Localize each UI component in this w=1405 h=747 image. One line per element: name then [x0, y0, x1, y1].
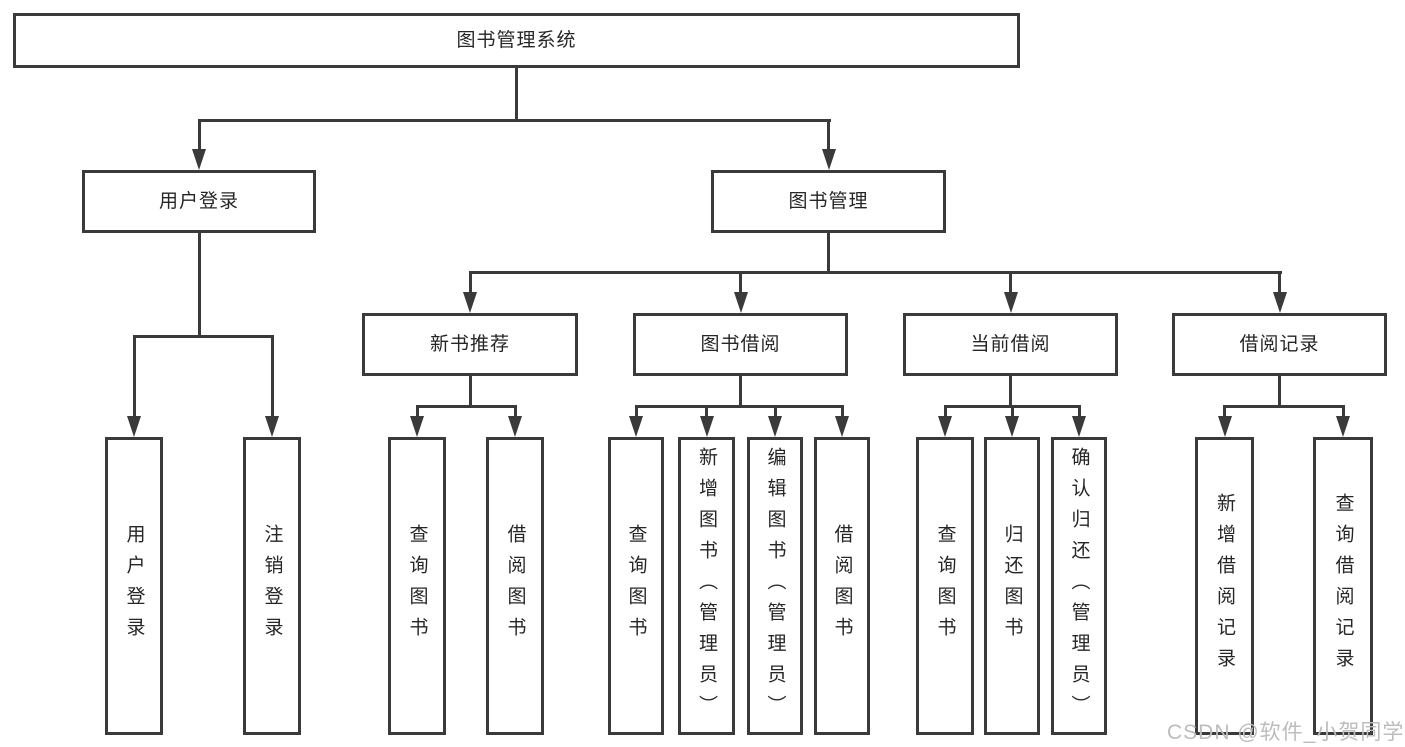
edge-current-borrow-leaf-return-book-drop: [1011, 405, 1014, 417]
edge-book-mgmt-borrow-record-drop: [1278, 271, 1281, 293]
node-book-mgmt-label: 图书管理: [788, 191, 869, 212]
node-current-borrow-label: 当前借阅: [970, 334, 1051, 355]
node-root-label: 图书管理系统: [456, 30, 577, 51]
node-leaf-query-record-label: 查询借阅记录: [1332, 493, 1354, 679]
node-new-book-rec-label: 新书推荐: [429, 334, 510, 355]
node-current-borrow: 当前借阅: [903, 313, 1118, 376]
node-borrow-record-label: 借阅记录: [1239, 334, 1320, 355]
node-leaf-confirm-return: 确认归还（管理员）: [1051, 437, 1107, 735]
arrowhead-leaf-borrow-book-2: [835, 416, 849, 437]
edge-user-login-leaf-logout-drop: [271, 335, 274, 417]
arrowhead-leaf-edit-book: [768, 416, 782, 437]
node-leaf-borrow-book-2: 借阅图书: [814, 437, 870, 735]
arrowhead-leaf-query-book-3: [938, 416, 952, 437]
edge-new-book-rec-leaf-borrow-book-1-drop: [514, 405, 517, 417]
node-leaf-query-book-2: 查询图书: [608, 437, 664, 735]
node-leaf-borrow-book-1: 借阅图书: [486, 437, 544, 735]
edge-book-borrow-leaf-edit-book-drop: [774, 405, 777, 417]
arrowhead-leaf-borrow-book-1: [508, 416, 522, 437]
node-leaf-add-book-label: 新增图书（管理员）: [696, 446, 717, 726]
node-leaf-return-book-label: 归还图书: [1001, 524, 1023, 648]
node-book-borrow: 图书借阅: [633, 313, 848, 376]
node-user-login-label: 用户登录: [158, 191, 239, 212]
edge-new-book-rec-rail: [416, 405, 517, 408]
edge-user-login-leaf-user-login-drop: [133, 335, 136, 417]
node-new-book-rec: 新书推荐: [362, 313, 578, 376]
node-book-mgmt: 图书管理: [711, 170, 946, 233]
node-leaf-add-book: 新增图书（管理员）: [678, 437, 735, 735]
node-leaf-edit-book: 编辑图书（管理员）: [747, 437, 803, 735]
edge-root-rail: [198, 119, 831, 122]
node-leaf-add-record-label: 新增借阅记录: [1214, 493, 1235, 679]
node-leaf-return-book: 归还图书: [984, 437, 1040, 735]
edge-book-borrow-stem: [739, 376, 742, 408]
watermark: CSDN @软件_小贺同学: [1167, 721, 1405, 744]
edge-current-borrow-stem: [1009, 376, 1012, 408]
node-leaf-confirm-return-label: 确认归还（管理员）: [1068, 446, 1090, 726]
node-leaf-query-record: 查询借阅记录: [1313, 437, 1373, 735]
node-book-borrow-label: 图书借阅: [700, 334, 781, 355]
node-leaf-add-record: 新增借阅记录: [1195, 437, 1254, 735]
arrowhead-leaf-query-record: [1336, 416, 1350, 437]
edge-user-login-stem: [198, 233, 201, 338]
edge-root-book-mgmt-drop: [827, 119, 830, 150]
edge-root-user-login-drop: [198, 119, 201, 150]
node-user-login: 用户登录: [82, 170, 316, 233]
arrowhead-current-borrow: [1004, 292, 1018, 313]
arrowhead-leaf-query-book-2: [629, 416, 643, 437]
node-leaf-logout-label: 注销登录: [261, 524, 283, 648]
node-borrow-record: 借阅记录: [1172, 313, 1387, 376]
edge-book-borrow-leaf-query-book-2-drop: [635, 405, 638, 417]
edge-current-borrow-leaf-query-book-3-drop: [944, 405, 947, 417]
node-leaf-borrow-book-1-label: 借阅图书: [504, 524, 526, 648]
arrowhead-book-borrow: [734, 292, 748, 313]
node-leaf-query-book-2-label: 查询图书: [625, 524, 647, 648]
edge-book-mgmt-rail: [469, 271, 1282, 274]
node-leaf-logout: 注销登录: [243, 437, 301, 735]
edge-borrow-record-leaf-add-record-drop: [1223, 405, 1226, 417]
arrowhead-user-login: [192, 149, 206, 170]
arrowhead-leaf-confirm-return: [1072, 416, 1086, 437]
node-leaf-query-book-3: 查询图书: [916, 437, 974, 735]
edge-book-mgmt-book-borrow-drop: [739, 271, 742, 293]
arrowhead-new-book-rec: [463, 292, 477, 313]
edge-book-mgmt-stem: [827, 233, 830, 274]
node-leaf-borrow-book-2-label: 借阅图书: [831, 524, 853, 648]
node-leaf-edit-book-label: 编辑图书（管理员）: [764, 446, 786, 726]
node-leaf-user-login-label: 用户登录: [123, 524, 145, 648]
arrowhead-borrow-record: [1273, 292, 1287, 313]
edge-user-login-rail: [133, 335, 274, 338]
node-leaf-query-book-3-label: 查询图书: [934, 524, 956, 648]
arrowhead-leaf-query-book-1: [410, 416, 424, 437]
node-leaf-user-login: 用户登录: [105, 437, 163, 735]
arrowhead-book-mgmt: [822, 149, 836, 170]
arrowhead-leaf-user-login: [127, 416, 141, 437]
edge-book-borrow-leaf-borrow-book-2-drop: [841, 405, 844, 417]
edge-root-stem: [515, 68, 518, 122]
edge-borrow-record-leaf-query-record-drop: [1342, 405, 1345, 417]
arrowhead-leaf-logout: [265, 416, 279, 437]
arrowhead-leaf-add-book: [700, 416, 714, 437]
edge-new-book-rec-stem: [469, 376, 472, 408]
edge-borrow-record-rail: [1223, 405, 1345, 408]
arrowhead-leaf-add-record: [1218, 416, 1232, 437]
edge-borrow-record-stem: [1278, 376, 1281, 408]
edge-current-borrow-leaf-confirm-return-drop: [1078, 405, 1081, 417]
arrowhead-leaf-return-book: [1005, 416, 1019, 437]
edge-new-book-rec-leaf-query-book-1-drop: [416, 405, 419, 417]
edge-book-mgmt-new-book-rec-drop: [469, 271, 472, 293]
node-leaf-query-book-1-label: 查询图书: [406, 524, 428, 648]
edge-book-mgmt-current-borrow-drop: [1009, 271, 1012, 293]
node-leaf-query-book-1: 查询图书: [388, 437, 446, 735]
edge-book-borrow-rail: [635, 405, 844, 408]
node-root: 图书管理系统: [13, 13, 1020, 68]
edge-book-borrow-leaf-add-book-drop: [705, 405, 708, 417]
